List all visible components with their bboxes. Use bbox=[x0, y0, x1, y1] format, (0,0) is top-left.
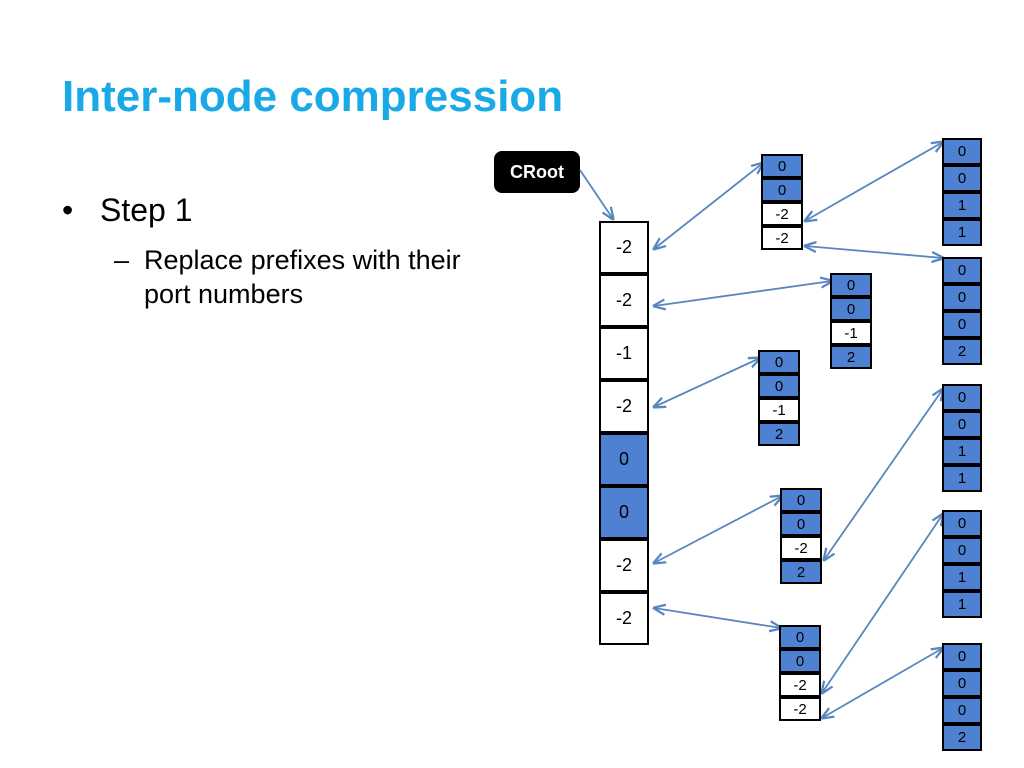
child-node-cell: 0 bbox=[758, 350, 800, 374]
pointer-arrow bbox=[654, 358, 760, 407]
child-node-cell: 0 bbox=[780, 488, 822, 512]
leaf-node-cell: 2 bbox=[942, 724, 982, 751]
bullet-list: • Step 1 – Replace prefixes with their p… bbox=[62, 192, 502, 311]
pointer-arrow bbox=[654, 608, 781, 628]
root-node-cell: -2 bbox=[599, 592, 649, 645]
pointer-arrow bbox=[822, 648, 943, 718]
pointer-arrow bbox=[824, 389, 943, 560]
leaf-node-cell: 0 bbox=[942, 537, 982, 564]
child-node-cell: 0 bbox=[830, 273, 872, 297]
leaf-node-cell: 0 bbox=[942, 643, 982, 670]
child-node-cell: -2 bbox=[779, 697, 821, 721]
bullet-text: Step 1 bbox=[100, 192, 193, 228]
leaf-node-cell: 0 bbox=[942, 284, 982, 311]
leaf-node-cell: 0 bbox=[942, 411, 982, 438]
child-node-cell: 0 bbox=[779, 625, 821, 649]
croot-label: CRoot bbox=[494, 151, 580, 193]
leaf-node-cell: 2 bbox=[942, 338, 982, 365]
child-node-cell: -1 bbox=[758, 398, 800, 422]
bullet-item: • Step 1 bbox=[62, 192, 502, 229]
child-node-cell: -1 bbox=[830, 321, 872, 345]
leaf-node-cell: 1 bbox=[942, 219, 982, 246]
pointer-arrow bbox=[579, 169, 613, 219]
child-node-cell: -2 bbox=[779, 673, 821, 697]
pointer-arrow bbox=[805, 142, 943, 221]
slide-title: Inter-node compression bbox=[62, 72, 564, 121]
bullet-dot-icon: • bbox=[62, 192, 74, 228]
leaf-node-cell: 1 bbox=[942, 465, 982, 492]
leaf-node-cell: 0 bbox=[942, 138, 982, 165]
leaf-node-cell: 0 bbox=[942, 257, 982, 284]
pointer-arrow bbox=[654, 281, 832, 306]
leaf-node-cell: 1 bbox=[942, 564, 982, 591]
child-node-cell: -2 bbox=[761, 226, 803, 250]
child-node-cell: -2 bbox=[761, 202, 803, 226]
leaf-node-cell: 0 bbox=[942, 384, 982, 411]
child-node-cell: 2 bbox=[780, 560, 822, 584]
leaf-node-cell: 1 bbox=[942, 192, 982, 219]
child-node-cell: 0 bbox=[758, 374, 800, 398]
root-node-cell: -2 bbox=[599, 221, 649, 274]
root-node-cell: -1 bbox=[599, 327, 649, 380]
child-node-cell: -2 bbox=[780, 536, 822, 560]
root-node-cell: -2 bbox=[599, 274, 649, 327]
child-node-cell: 0 bbox=[830, 297, 872, 321]
leaf-node-cell: 0 bbox=[942, 311, 982, 338]
root-node-cell: -2 bbox=[599, 380, 649, 433]
leaf-node-cell: 0 bbox=[942, 697, 982, 724]
dash-icon: – bbox=[114, 245, 130, 275]
pointer-arrow bbox=[822, 514, 943, 693]
child-node-cell: 2 bbox=[758, 422, 800, 446]
pointer-arrow bbox=[654, 163, 763, 249]
leaf-node-cell: 0 bbox=[942, 510, 982, 537]
leaf-node-cell: 1 bbox=[942, 591, 982, 618]
child-node-cell: 0 bbox=[779, 649, 821, 673]
child-node-cell: 2 bbox=[830, 345, 872, 369]
child-node-cell: 0 bbox=[761, 178, 803, 202]
root-node-cell: 0 bbox=[599, 486, 649, 539]
sub-bullet-item: – Replace prefixes with their port numbe… bbox=[114, 243, 502, 311]
child-node-cell: 0 bbox=[780, 512, 822, 536]
child-node-cell: 0 bbox=[761, 154, 803, 178]
leaf-node-cell: 0 bbox=[942, 165, 982, 192]
leaf-node-cell: 1 bbox=[942, 438, 982, 465]
root-node-cell: 0 bbox=[599, 433, 649, 486]
sub-bullet-text: Replace prefixes with their port numbers bbox=[144, 245, 461, 309]
pointer-arrow bbox=[654, 496, 782, 563]
root-node-cell: -2 bbox=[599, 539, 649, 592]
pointer-arrow bbox=[805, 246, 943, 258]
leaf-node-cell: 0 bbox=[942, 670, 982, 697]
